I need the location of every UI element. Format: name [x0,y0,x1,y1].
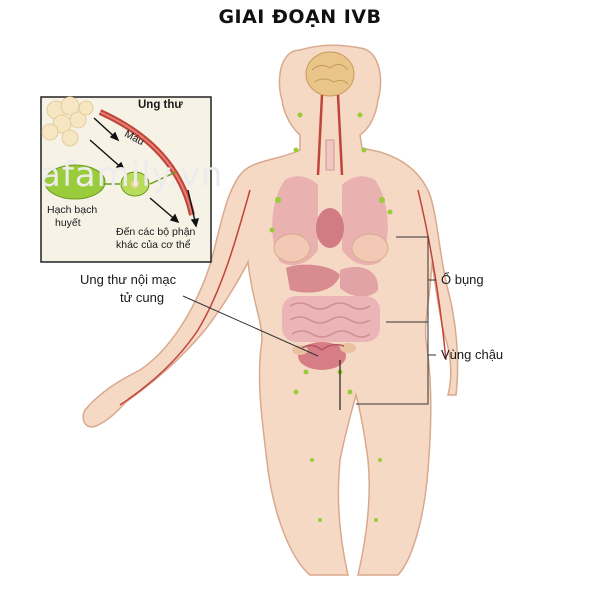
lymph-node-label-line1: Hạch bạch [47,204,98,216]
other-organs-label-line1: Đến các bộ phận [116,226,196,238]
pelvic-organs [292,342,356,370]
endometrial-leader [182,295,319,357]
other-organs-label-line2: khác của cơ thể [116,239,191,251]
leader-lines [182,236,436,410]
brain [305,51,355,97]
endometrial-cancer-label-line1: Ung thư nội mạc [80,272,177,287]
inset-lymph-node [44,164,106,200]
neck-vessels [316,94,344,176]
lymph-node-label-line2: huyết [55,217,81,229]
tumor-cells [41,96,94,147]
inset-title: Ung thư [138,99,183,111]
intestines [282,296,380,342]
lymph-nodes [269,112,393,522]
breasts [273,233,389,263]
pelvis-label: Vùng chậu [441,347,504,362]
abdomen-label: Ổ bụng [441,272,484,287]
arm-vessels [119,189,447,406]
inset-arrows [89,117,199,228]
metastasis-inset [40,96,212,263]
pelvis-bracket [356,321,429,405]
upper-abdominal-organs [286,264,379,297]
diagram-title: GIAI ĐOẠN IVB [218,6,382,28]
watermark: afamily.vn [40,155,224,195]
endometrial-cancer-label-line2: tử cung [120,290,165,305]
